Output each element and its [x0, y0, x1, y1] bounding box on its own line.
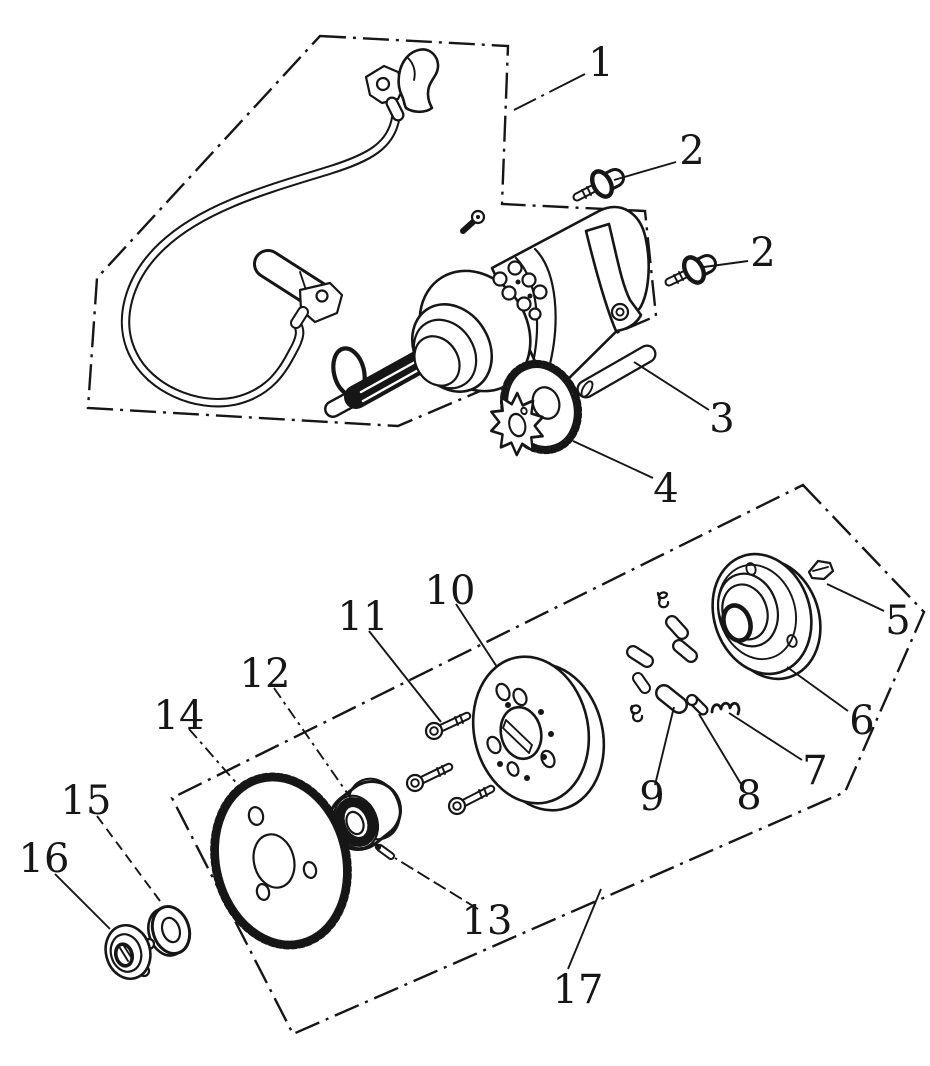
callout-1: 1: [588, 40, 613, 86]
callout-17: 17: [553, 967, 604, 1013]
socket-bolt: [447, 784, 496, 816]
callout-6: 6: [849, 698, 874, 744]
leader-6: [786, 666, 849, 712]
clutch-roller: [626, 645, 654, 668]
motor-mount-bracket: [584, 222, 643, 333]
mounting-bolt: [572, 168, 625, 202]
leader-9: [654, 706, 675, 786]
clutch-roller: [672, 639, 698, 663]
leader-16: [54, 873, 111, 930]
leader-3: [633, 361, 710, 411]
callouts: 1 2 2 3 4 5 6 7 8 9 10 11 12 13 14 15 16…: [19, 40, 911, 1013]
clutch-spring: [656, 591, 670, 609]
driven-gear: [210, 772, 352, 950]
leader-17: [567, 888, 602, 970]
callout-2a: 2: [679, 128, 704, 174]
clutch-rotor: [471, 655, 606, 812]
clutch-roller: [665, 615, 689, 640]
motor-drive-end: [410, 269, 532, 393]
callout-2b: 2: [750, 230, 775, 276]
leader-15: [96, 815, 161, 902]
cable-terminal-top: [364, 64, 406, 122]
callout-9: 9: [639, 774, 664, 820]
idler-gear-sprocket: [490, 391, 544, 457]
callout-13: 13: [462, 898, 513, 944]
clutch-roller-spring-set: [626, 591, 741, 723]
callout-4: 4: [653, 466, 678, 512]
clutch-spring: [629, 704, 644, 723]
leader-lines: [54, 73, 885, 970]
rotor-center-keyway: [502, 719, 533, 754]
leader-2a: [613, 161, 677, 181]
battery-cable: [120, 48, 440, 408]
clutch-roller: [632, 672, 651, 694]
leader-7: [728, 712, 803, 761]
woodruff-key: [374, 843, 395, 860]
needle-bearing: [328, 777, 402, 851]
leader-5: [826, 583, 885, 612]
motor-face-bolts: [492, 260, 548, 321]
clutch-pin-8: [685, 693, 709, 716]
leader-11: [368, 630, 442, 723]
callout-7: 7: [802, 748, 827, 794]
leader-4: [572, 440, 654, 479]
flange-key: [807, 559, 835, 581]
cable-terminal-bottom: [290, 281, 344, 329]
callout-15: 15: [61, 778, 112, 824]
callout-12: 12: [240, 651, 291, 697]
callout-11: 11: [338, 594, 389, 640]
starter-motor: [324, 205, 650, 418]
dowel-pin: [576, 344, 657, 399]
upper-assembly-boundary: [86, 34, 658, 428]
motor-body-seam: [533, 247, 557, 374]
socket-bolt: [424, 711, 472, 741]
clutch-spring-7: [710, 701, 741, 716]
callout-14: 14: [154, 693, 205, 739]
leader-10: [455, 603, 498, 668]
cable-boot-top: [397, 48, 440, 114]
leader-1: [513, 73, 586, 111]
leader-2b: [703, 260, 749, 268]
clutch-housing-flange: [711, 552, 822, 681]
motor-top-screw: [460, 209, 486, 234]
mounting-bolt: [664, 254, 717, 287]
leader-12: [273, 687, 353, 801]
callout-3: 3: [709, 396, 734, 442]
callout-16: 16: [19, 836, 70, 882]
idler-gear: [490, 359, 583, 457]
leader-13: [394, 857, 479, 910]
washer: [147, 905, 192, 957]
clutch-roller-9: [655, 684, 688, 714]
leader-8: [698, 713, 742, 785]
lower-assembly-boundary: [170, 483, 926, 1036]
socket-bolt: [405, 762, 454, 793]
flange-nut: [104, 924, 156, 980]
callout-5: 5: [885, 598, 910, 644]
callout-8: 8: [736, 773, 761, 819]
callout-10: 10: [425, 568, 476, 614]
